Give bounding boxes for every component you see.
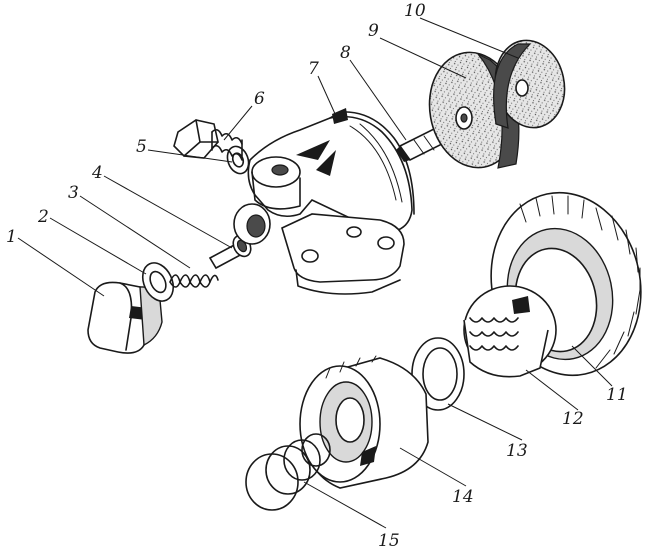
part-15-spring — [245, 433, 331, 511]
part-14-nut — [299, 355, 429, 489]
label-part-10: 10 — [404, 1, 426, 21]
label-part-1: 1 — [6, 227, 17, 247]
part-10-disc — [493, 39, 566, 129]
label-part-5: 5 — [136, 137, 147, 157]
part-12-sleeve — [463, 285, 557, 378]
label-part-4: 4 — [91, 163, 103, 183]
part-3-spring — [169, 274, 219, 288]
label-part-12: 12 — [562, 409, 584, 429]
label-part-8: 8 — [340, 43, 351, 63]
part-7-housing — [233, 108, 415, 295]
label-part-6: 6 — [254, 89, 265, 109]
label-part-7: 7 — [308, 59, 319, 79]
part-1-cap — [87, 281, 163, 354]
label-part-15: 15 — [378, 531, 400, 550]
label-part-11: 11 — [606, 385, 628, 405]
label-part-13: 13 — [506, 441, 528, 461]
part-6-bolt — [173, 119, 243, 161]
label-part-2: 2 — [37, 207, 49, 227]
leader-lines — [17, 17, 613, 529]
label-part-9: 9 — [368, 21, 379, 41]
part-2-washer — [141, 262, 175, 302]
label-part-3: 3 — [68, 183, 79, 203]
label-part-14: 14 — [452, 487, 474, 507]
